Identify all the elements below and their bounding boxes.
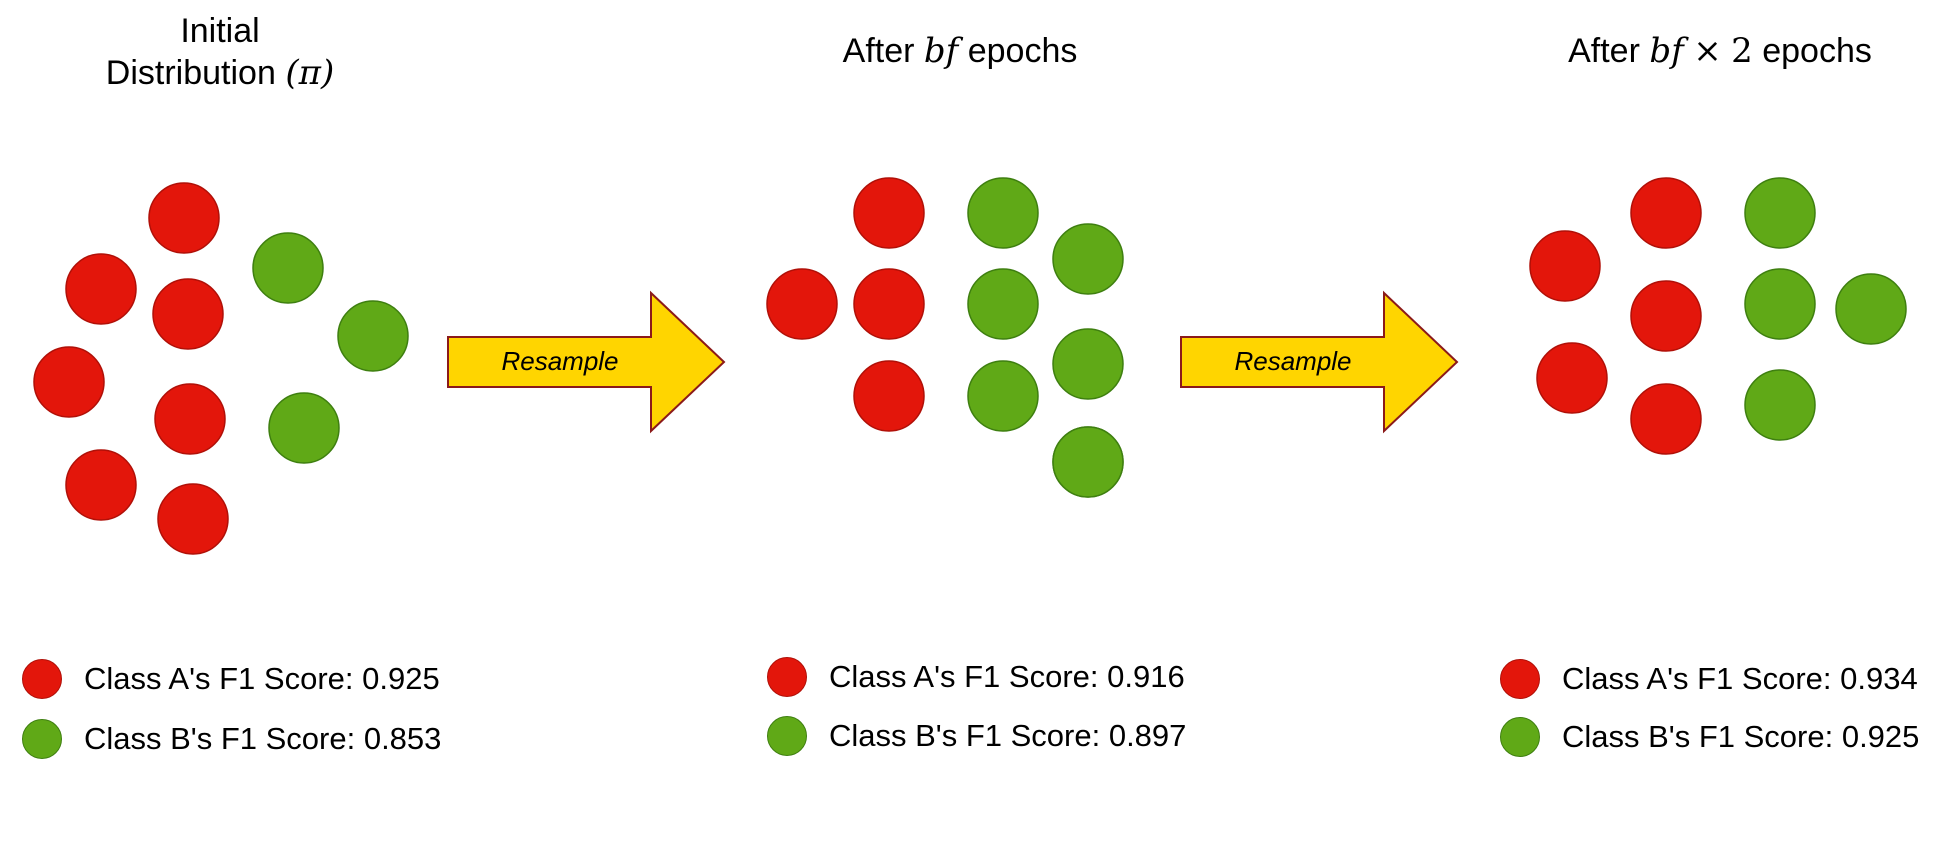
panel-1-title-symbol: (π) bbox=[285, 53, 335, 93]
panel-3-class-b-dot bbox=[1744, 369, 1816, 441]
panel-3-title-math: bf bbox=[1649, 31, 1684, 71]
class-b-dot-icon bbox=[22, 719, 62, 759]
panel-3-legend-class-a: Class A's F1 Score: 0.934 bbox=[1500, 655, 1918, 703]
panel-2-class-a-dot bbox=[766, 268, 838, 340]
panel-3-class-a-dot bbox=[1630, 177, 1702, 249]
panel-2-class-a-dot bbox=[853, 360, 925, 432]
panel-2-class-a-dot bbox=[853, 177, 925, 249]
panel-2-class-b-dot bbox=[1052, 426, 1124, 498]
panel-2-legend-class-a: Class A's F1 Score: 0.916 bbox=[767, 653, 1185, 701]
panel-3-class-a-dot bbox=[1630, 383, 1702, 455]
panel-3-class-b-dot bbox=[1835, 273, 1907, 345]
panel-1-class-a-dot bbox=[157, 483, 229, 555]
class-a-dot-icon bbox=[767, 657, 807, 697]
panel-2-class-a-f1: Class A's F1 Score: 0.916 bbox=[829, 659, 1185, 694]
panel-1-title-line1: Initial bbox=[180, 12, 260, 50]
panel-2-class-a-dot bbox=[853, 268, 925, 340]
resample-arrow-1-label: Resample bbox=[501, 346, 618, 376]
panel-2-class-b-dot bbox=[967, 360, 1039, 432]
panel-1-class-a-dot bbox=[152, 278, 224, 350]
panel-2-class-b-f1: Class B's F1 Score: 0.897 bbox=[829, 718, 1187, 753]
resample-arrow-2-label: Resample bbox=[1234, 346, 1351, 376]
class-a-dot-icon bbox=[22, 659, 62, 699]
resample-arrow-2: Resample bbox=[1180, 290, 1459, 434]
panel-1-class-b-f1: Class B's F1 Score: 0.853 bbox=[84, 721, 442, 756]
panel-1-legend-class-a: Class A's F1 Score: 0.925 bbox=[22, 655, 440, 703]
panel-3-class-a-dot bbox=[1630, 280, 1702, 352]
panel-3-title-suffix: epochs bbox=[1762, 32, 1872, 70]
panel-2-class-b-dot bbox=[1052, 328, 1124, 400]
panel-2-class-b-dot bbox=[967, 177, 1039, 249]
panel-2-title-suffix: epochs bbox=[967, 32, 1078, 70]
panel-1-title-line2: Distribution bbox=[105, 54, 276, 92]
panel-3-title-prefix: After bbox=[1568, 32, 1640, 70]
panel-3-class-b-dot bbox=[1744, 177, 1816, 249]
panel-1-class-b-dot bbox=[252, 232, 324, 304]
panel-3-title: After bf × 2 epochs bbox=[1520, 30, 1920, 72]
panel-1-legend-class-b: Class B's F1 Score: 0.853 bbox=[22, 715, 441, 763]
class-b-dot-icon bbox=[1500, 717, 1540, 757]
panel-1-class-b-dot bbox=[337, 300, 409, 372]
panel-3-class-b-f1: Class B's F1 Score: 0.925 bbox=[1562, 719, 1920, 754]
panel-1-class-a-f1: Class A's F1 Score: 0.925 bbox=[84, 661, 440, 696]
panel-2-legend-class-b: Class B's F1 Score: 0.897 bbox=[767, 712, 1186, 760]
resample-arrow-1: Resample bbox=[447, 290, 726, 434]
panel-2-title: After bf epochs bbox=[800, 30, 1120, 72]
class-a-dot-icon bbox=[1500, 659, 1540, 699]
panel-2-class-b-dot bbox=[967, 268, 1039, 340]
panel-1-class-a-dot bbox=[154, 383, 226, 455]
panel-1-class-a-dot bbox=[33, 346, 105, 418]
panel-1-class-b-dot bbox=[268, 392, 340, 464]
panel-2-class-b-dot bbox=[1052, 223, 1124, 295]
panel-3-class-a-f1: Class A's F1 Score: 0.934 bbox=[1562, 661, 1918, 696]
panel-2-title-prefix: After bbox=[842, 32, 915, 70]
panel-3-class-a-dot bbox=[1529, 230, 1601, 302]
panel-1-class-a-dot bbox=[65, 449, 137, 521]
panel-2-title-math: bf bbox=[923, 31, 959, 71]
panel-3-class-a-dot bbox=[1536, 342, 1608, 414]
panel-1-title: Initial Distribution (π) bbox=[90, 10, 350, 94]
panel-3-title-times: × bbox=[1693, 31, 1722, 71]
panel-1-class-a-dot bbox=[148, 182, 220, 254]
panel-1-class-a-dot bbox=[65, 253, 137, 325]
panel-3-class-b-dot bbox=[1744, 268, 1816, 340]
class-b-dot-icon bbox=[767, 716, 807, 756]
panel-3-title-num: 2 bbox=[1731, 31, 1753, 71]
panel-3-legend-class-b: Class B's F1 Score: 0.925 bbox=[1500, 713, 1919, 761]
